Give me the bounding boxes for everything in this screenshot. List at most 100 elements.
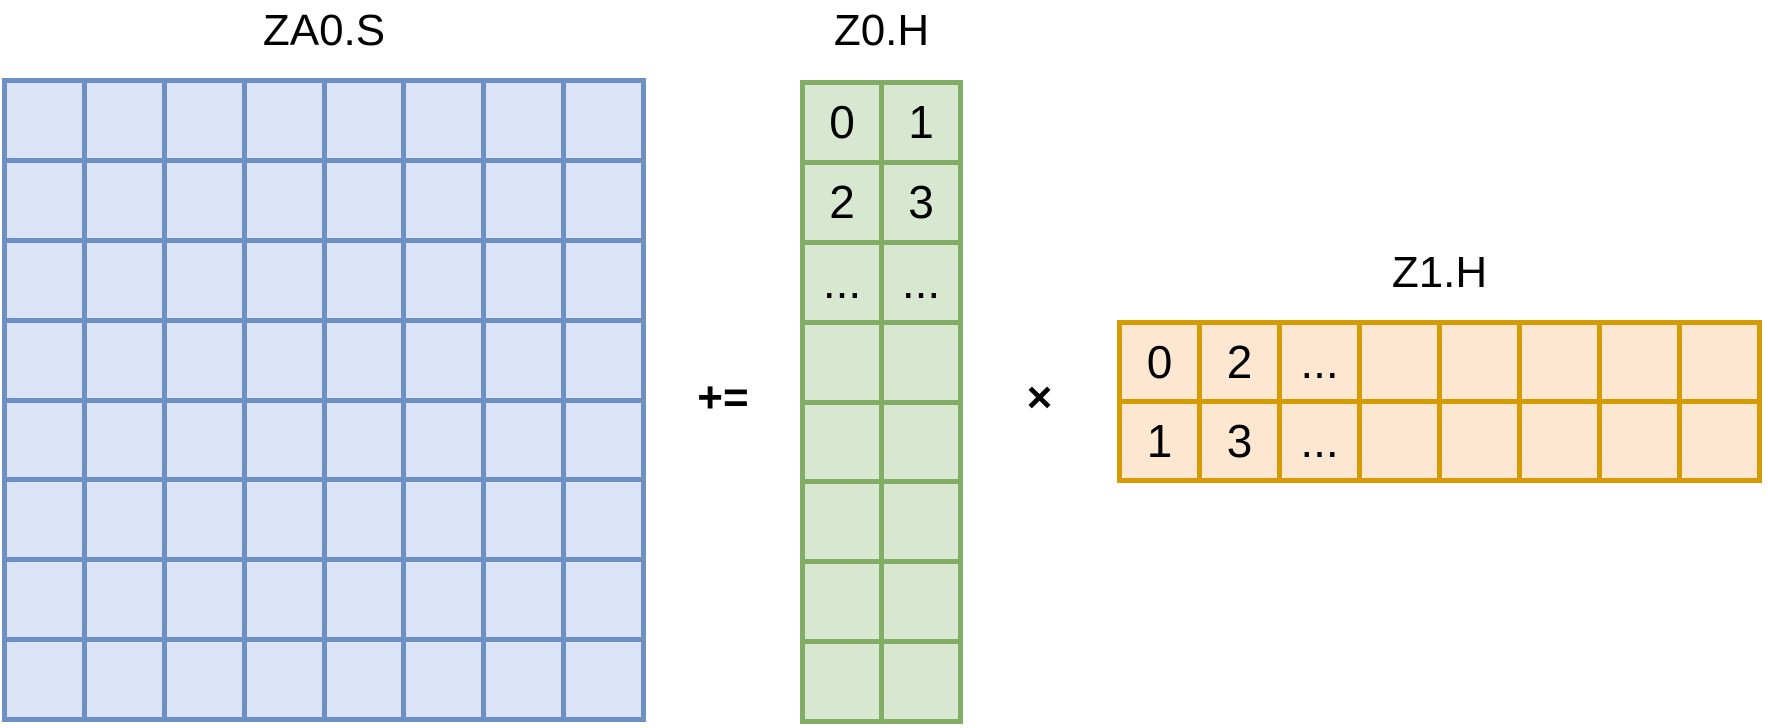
grid-cell [166, 242, 242, 318]
grid-cell [246, 402, 322, 478]
grid-cell [1522, 325, 1597, 399]
grid-cell [486, 83, 562, 158]
grid-cell [7, 322, 82, 398]
grid-cell: 2 [805, 164, 879, 240]
grid-cell [884, 484, 958, 560]
grid-cell: ... [884, 244, 958, 320]
grid-cell [566, 162, 641, 238]
grid-cell [246, 242, 322, 318]
grid-cell [566, 322, 641, 398]
grid-cell [486, 402, 562, 478]
grid-cell [326, 482, 402, 558]
rhs-vector-title: Z1.H [1391, 248, 1488, 297]
grid-cell [166, 642, 242, 717]
grid-cell [246, 162, 322, 238]
grid-cell [7, 642, 82, 717]
grid-cell [884, 564, 958, 640]
grid-cell [486, 482, 562, 558]
grid-cell [86, 482, 162, 558]
grid-cell [7, 162, 82, 238]
accumulate-operator: += [697, 373, 749, 422]
grid-cell: 1 [1122, 404, 1197, 478]
grid-cell [406, 242, 482, 318]
grid-cell: ... [1282, 325, 1357, 399]
grid-cell [166, 322, 242, 398]
grid-cell [566, 242, 641, 318]
grid-cell [566, 83, 641, 158]
grid-cell [7, 562, 82, 638]
grid-cell [566, 562, 641, 638]
grid-cell [486, 562, 562, 638]
grid-cell [326, 83, 402, 158]
grid-cell [7, 242, 82, 318]
grid-cell [406, 562, 482, 638]
grid-cell: 0 [805, 85, 879, 160]
grid-cell [406, 162, 482, 238]
grid-cell [406, 402, 482, 478]
grid-cell [166, 162, 242, 238]
grid-cell: 1 [884, 85, 958, 160]
grid-cell [246, 83, 322, 158]
grid-cell [326, 562, 402, 638]
grid-cell [86, 242, 162, 318]
grid-cell [86, 562, 162, 638]
grid-cell [7, 402, 82, 478]
grid-cell [326, 642, 402, 717]
grid-cell [1602, 404, 1677, 478]
grid-cell [86, 322, 162, 398]
grid-cell [805, 484, 879, 560]
grid-cell [486, 162, 562, 238]
grid-cell: ... [805, 244, 879, 320]
grid-cell [566, 642, 641, 717]
grid-cell [884, 404, 958, 480]
multiply-operator: × [1026, 373, 1053, 422]
grid-cell [86, 83, 162, 158]
accumulator-matrix-grid [2, 78, 646, 722]
grid-cell [246, 482, 322, 558]
grid-cell [326, 162, 402, 238]
grid-cell [805, 404, 879, 480]
grid-cell [884, 324, 958, 400]
grid-cell [326, 322, 402, 398]
grid-cell: 2 [1202, 325, 1277, 399]
grid-cell: 3 [884, 164, 958, 240]
grid-cell [566, 482, 641, 558]
accumulator-matrix-title: ZA0.S [262, 6, 386, 55]
grid-cell [1682, 325, 1757, 399]
grid-cell [246, 322, 322, 398]
grid-cell [805, 644, 879, 719]
grid-cell [246, 642, 322, 717]
grid-cell [1362, 325, 1437, 399]
grid-cell [884, 644, 958, 719]
grid-cell [1682, 404, 1757, 478]
grid-cell: 0 [1122, 325, 1197, 399]
grid-cell: 3 [1202, 404, 1277, 478]
grid-cell [566, 402, 641, 478]
grid-cell [166, 482, 242, 558]
grid-cell [486, 242, 562, 318]
grid-cell [406, 642, 482, 717]
grid-cell [166, 83, 242, 158]
lhs-vector-title: Z0.H [833, 6, 930, 55]
grid-cell [805, 324, 879, 400]
grid-cell [805, 564, 879, 640]
grid-cell [166, 402, 242, 478]
grid-cell [486, 322, 562, 398]
grid-cell [326, 242, 402, 318]
grid-cell [1362, 404, 1437, 478]
grid-cell: ... [1282, 404, 1357, 478]
grid-cell [326, 402, 402, 478]
grid-cell [7, 482, 82, 558]
grid-cell [86, 642, 162, 717]
grid-cell [246, 562, 322, 638]
grid-cell [406, 83, 482, 158]
grid-cell [166, 562, 242, 638]
grid-cell [406, 322, 482, 398]
grid-cell [86, 162, 162, 238]
grid-cell [406, 482, 482, 558]
grid-cell [1522, 404, 1597, 478]
grid-cell [1602, 325, 1677, 399]
